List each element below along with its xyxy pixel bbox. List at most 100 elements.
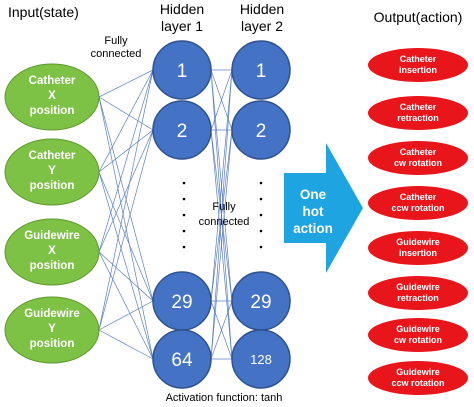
- hidden2-node-label: 29: [250, 292, 271, 313]
- fully-connected-note-mid-line1: Fully: [212, 201, 236, 213]
- connection-line: [98, 171, 154, 302]
- hidden1-node: 29: [152, 271, 212, 331]
- output-label-line1: Catheter: [400, 192, 437, 202]
- output-label-line1: Catheter: [400, 102, 437, 112]
- output-node: Catheter retraction: [368, 96, 468, 130]
- connection-line: [98, 69, 154, 253]
- hidden-layer-2: 1 2 29 128: [231, 40, 291, 389]
- hidden2-node: 2: [231, 100, 291, 160]
- input-header: Input(state): [8, 4, 79, 20]
- input-label-line1: Guidewire: [24, 308, 80, 320]
- output-label-line2: cw rotation: [394, 158, 442, 168]
- connection-line: [98, 129, 154, 253]
- output-label-line2: insertion: [399, 248, 437, 258]
- output-label-line1: Guidewire: [396, 237, 440, 247]
- arrow-label-line2: hot: [303, 204, 324, 219]
- connection-line: [98, 129, 154, 173]
- hidden2-header-line1: Hidden: [240, 1, 284, 17]
- input-label-line3: position: [30, 260, 75, 272]
- hidden2-node-shape: [231, 100, 291, 160]
- output-node: Guidewire insertion: [368, 231, 468, 265]
- input-node-shape: [4, 138, 100, 206]
- input-node: Catheter Y position: [4, 138, 100, 206]
- output-label-line2: ccw rotation: [391, 203, 444, 213]
- hidden1-node-shape: [152, 329, 212, 389]
- connection-line: [210, 129, 233, 360]
- connection-line: [98, 69, 154, 331]
- connection-line: [98, 96, 154, 131]
- arrow-label-line3: action: [293, 221, 333, 236]
- hidden2-ellipsis: [259, 181, 263, 249]
- hidden1-node: 64: [152, 329, 212, 389]
- hidden2-node-shape: [231, 40, 291, 100]
- hidden1-header-line1: Hidden: [160, 1, 204, 17]
- output-header: Output(action): [374, 9, 463, 25]
- output-node: Guidewire ccw rotation: [368, 361, 468, 395]
- one-hot-action-arrow: One hot action: [284, 143, 363, 273]
- input-layer: Catheter X position Catheter Y position …: [4, 63, 100, 364]
- input-label-line3: position: [30, 338, 75, 350]
- output-node: Catheter insertion: [368, 48, 468, 82]
- hidden1-node: 1: [152, 40, 212, 100]
- output-label-line2: retraction: [397, 113, 439, 123]
- input-node: Guidewire Y position: [4, 296, 100, 364]
- input-node-shape: [4, 218, 100, 286]
- output-label-line1: Catheter: [400, 54, 437, 64]
- fully-connected-note-top-line2: connected: [91, 48, 142, 60]
- input-label-line2: X: [48, 245, 56, 257]
- hidden2-node: 29: [231, 271, 291, 331]
- hidden-layer-1: 1 2 29 64: [152, 40, 212, 389]
- connection-line: [98, 251, 154, 302]
- output-node: Guidewire retraction: [368, 276, 468, 310]
- arrow-label-line1: One: [300, 187, 327, 202]
- hidden2-node-label: 1: [256, 61, 267, 82]
- connection-line: [98, 96, 154, 360]
- hidden2-node-label: 2: [256, 121, 267, 142]
- connection-line: [98, 69, 154, 173]
- output-label-line1: Guidewire: [396, 324, 440, 334]
- connection-line: [210, 69, 233, 360]
- arrow-shape: [284, 143, 363, 273]
- output-node: Guidewire cw rotation: [368, 318, 468, 352]
- hidden2-node: 128: [231, 329, 291, 389]
- connection-line: [210, 300, 233, 360]
- hidden1-node: 2: [152, 100, 212, 160]
- connection-line: [98, 69, 154, 98]
- output-node-shape: [368, 231, 468, 265]
- output-node-shape: [368, 141, 468, 175]
- output-node: Catheter cw rotation: [368, 141, 468, 175]
- hidden2-header-line2: layer 2: [241, 18, 283, 34]
- connection-line: [210, 69, 233, 302]
- input-label-line2: Y: [48, 323, 56, 335]
- connection-line: [98, 171, 154, 360]
- output-node-shape: [368, 276, 468, 310]
- activation-function-note: Activation function: tanh: [166, 392, 283, 404]
- input-node: Catheter X position: [4, 63, 100, 131]
- output-node: Catheter ccw rotation: [368, 186, 468, 220]
- input-label-line2: X: [48, 90, 56, 102]
- input-label-line2: Y: [48, 165, 56, 177]
- output-label-line1: Guidewire: [396, 367, 440, 377]
- output-node-shape: [368, 96, 468, 130]
- output-label-line1: Guidewire: [396, 282, 440, 292]
- connection-line: [210, 69, 233, 131]
- hidden1-header-line2: layer 1: [161, 18, 203, 34]
- hidden2-node-label: 128: [250, 352, 272, 367]
- hidden1-node-shape: [152, 40, 212, 100]
- hidden1-node-shape: [152, 100, 212, 160]
- hidden1-node-label: 1: [177, 61, 188, 82]
- fully-connected-note-top-line1: Fully: [104, 35, 128, 47]
- input-node: Guidewire X position: [4, 218, 100, 286]
- output-node-shape: [368, 318, 468, 352]
- input-node-shape: [4, 296, 100, 364]
- input-label-line3: position: [30, 180, 75, 192]
- hidden1-node-label: 2: [177, 121, 188, 142]
- hidden2-node-shape: [231, 329, 291, 389]
- hidden1-ellipsis: [182, 181, 186, 249]
- input-label-line1: Catheter: [29, 75, 76, 87]
- output-label-line2: retraction: [397, 293, 439, 303]
- edges-input-to-hidden1: [98, 69, 154, 360]
- output-node-shape: [368, 186, 468, 220]
- input-label-line1: Guidewire: [24, 230, 80, 242]
- connection-line: [98, 129, 154, 331]
